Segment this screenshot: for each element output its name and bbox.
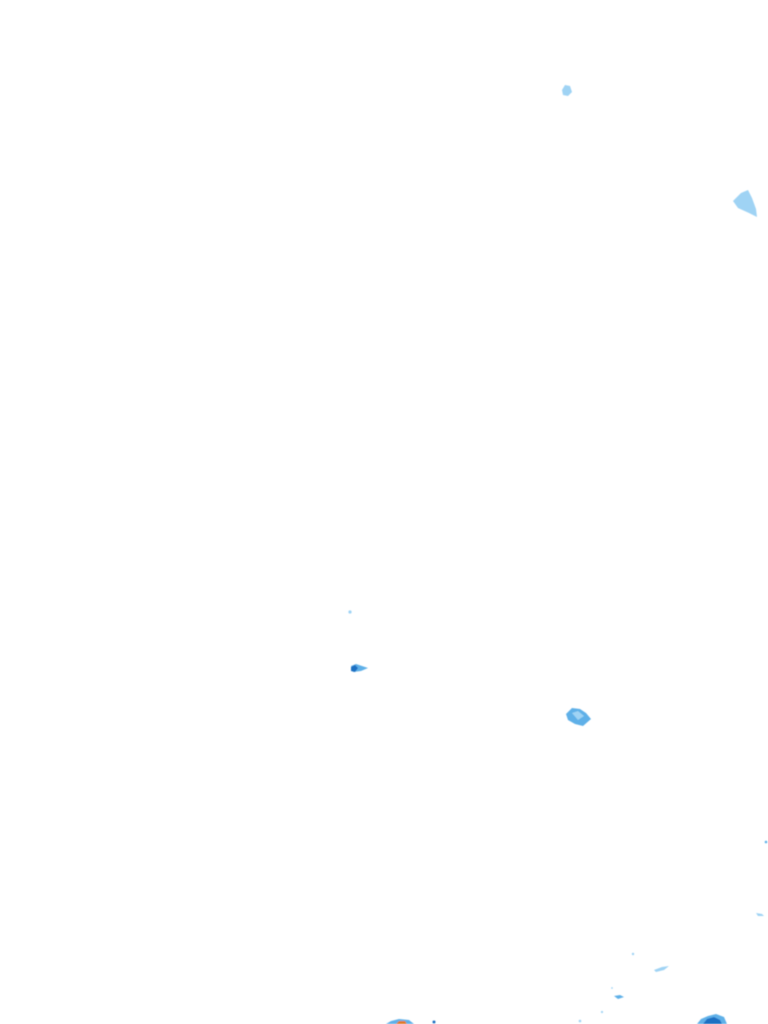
radar-echo-cell xyxy=(614,995,624,999)
radar-echo-cell xyxy=(733,190,757,217)
radar-echo-core xyxy=(396,1021,407,1024)
radar-echo-cell xyxy=(611,987,613,989)
radar-echo-cell xyxy=(756,913,764,916)
radar-echo-cell xyxy=(432,1020,436,1024)
radar-echo-core xyxy=(572,711,584,720)
radar-echo-cell xyxy=(764,840,768,844)
radar-echo-cell xyxy=(654,966,669,972)
radar-echo-core xyxy=(351,665,358,672)
radar-echo-cell xyxy=(348,610,352,614)
radar-echo-cell xyxy=(578,1019,582,1023)
radar-echo-cell xyxy=(600,1010,604,1014)
radar-echo-core xyxy=(703,1017,722,1024)
radar-echo-cell xyxy=(631,952,635,956)
radar-echo-cell xyxy=(562,85,572,96)
